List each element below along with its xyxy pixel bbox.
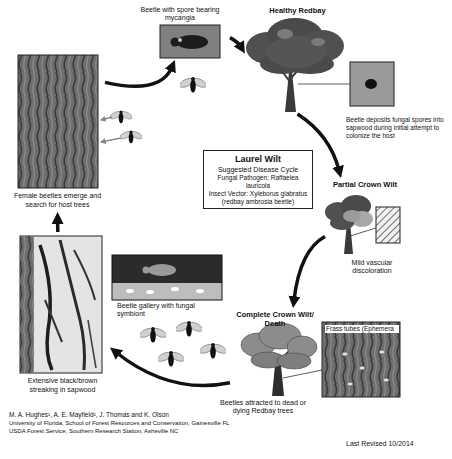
dead-tree (241, 323, 322, 396)
box-line: Fungal Pathogen: Raffaelea lauricola (208, 174, 308, 190)
callout-text: Beetle gallery with fungal symbiont (116, 302, 218, 319)
box-line: Suggested Disease Cycle (218, 166, 298, 174)
stage-caption: Partial Crown Wilt (333, 180, 397, 189)
cycle-arrow (105, 67, 172, 86)
stage-caption: Complete Crown Wilt/ Death (232, 310, 318, 328)
healthy-tree (246, 18, 344, 112)
sapwood-inset (298, 62, 394, 106)
credit-text: University of Florida, School of Forest … (8, 420, 310, 427)
gallery-inset (112, 255, 222, 300)
cycle-arrow (116, 353, 230, 386)
stage-node: Partial Crown Wilt (325, 178, 405, 256)
stage-node: Complete Crown Wilt/ Death (230, 308, 320, 396)
stage-caption: Beetle with spore bearing mycangia (132, 6, 228, 23)
cycle-arrow (230, 38, 241, 47)
cycle-arrow (294, 237, 325, 301)
box-title: Laurel Wilt (235, 154, 281, 165)
frass-inset (322, 322, 400, 397)
stage-caption: Female beetles emerge and search for hos… (12, 192, 103, 209)
callout-text: Frass tubes (Ephemera (325, 325, 399, 333)
credit-text: USDA Forest Service, Southern Research S… (8, 428, 310, 435)
legend-box: Laurel WiltSuggested Disease CycleFungal… (203, 150, 313, 209)
callout-text: Mild vascular discoloration (332, 259, 412, 276)
log-streaking (20, 236, 102, 373)
stage-node: Healthy Redbay (245, 4, 350, 114)
log-emergence (18, 55, 143, 188)
stage-node: Extensive black/brown streaking in sapwo… (15, 232, 110, 397)
beetle-inset (160, 25, 220, 58)
box-line: Insect Vector: Xyleborus glabratus (redb… (208, 190, 308, 206)
callout-text: Beetle deposits fungal spores into sapwo… (345, 116, 447, 139)
stage-caption: Healthy Redbay (269, 6, 325, 15)
stage-node: Beetle with spore bearing mycangia (130, 4, 230, 60)
credit-text: Last Revised 10/2014 (345, 440, 447, 448)
credit-text: M. A. Hughes¹, A. E. Mayfield², J. Thoma… (8, 411, 210, 419)
stage-node: Female beetles emerge and search for hos… (10, 50, 105, 212)
stage-caption: Extensive black/brown streaking in sapwo… (17, 377, 108, 394)
attracted-beetles (138, 320, 228, 366)
callout-text: Beetles attracted to dead or dying Redba… (212, 399, 314, 416)
cycle-arrow (56, 220, 60, 232)
flying-beetle (178, 76, 208, 92)
partial-wilt-tree (325, 195, 400, 254)
